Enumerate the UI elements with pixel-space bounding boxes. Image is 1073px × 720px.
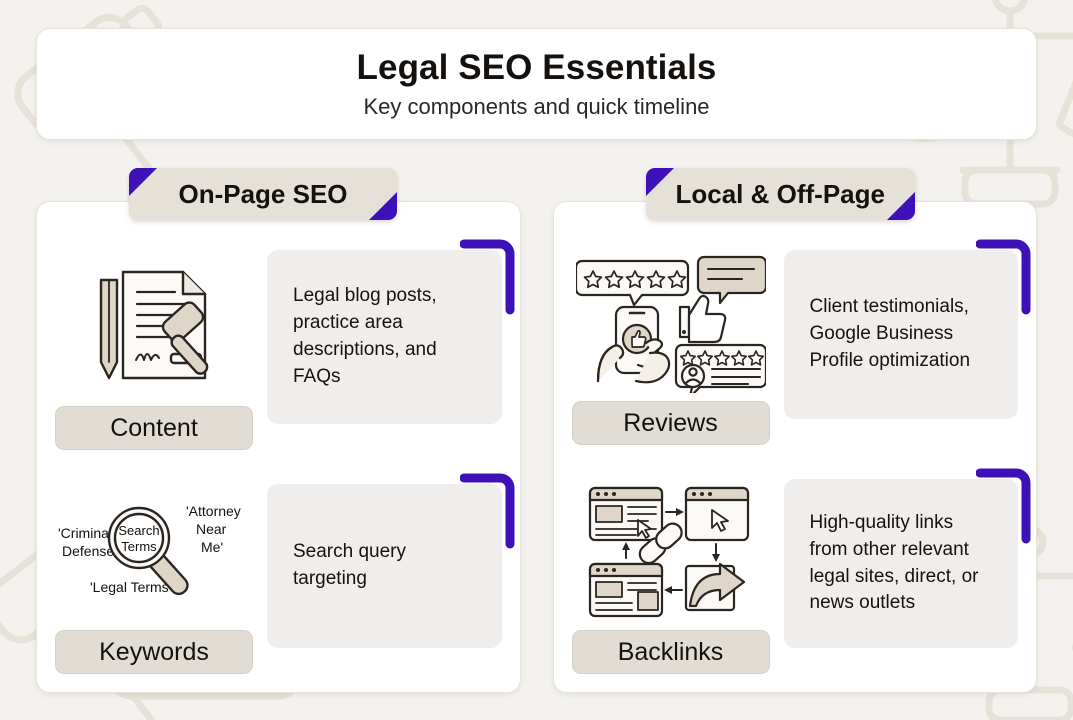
row-backlinks: Backlinks High-quality links from other …: [571, 468, 1031, 674]
column-tab-label: Local & Off-Page: [675, 178, 885, 209]
browser-windows-chain-backlinks-icon: [572, 479, 770, 624]
page-subtitle: Key components and quick timeline: [363, 94, 710, 120]
description-panel-keywords: Search query targeting: [267, 473, 514, 648]
tab-corner-accent-bottom-right: [369, 192, 397, 220]
description-text: Search query targeting: [293, 541, 407, 589]
magnifying-glass-keywords-icon: 'Criminal Defense' 'Attorney Near Me' 'L…: [55, 484, 253, 624]
keyword-bottom: 'Legal Terms': [90, 579, 171, 595]
column-tab-label: On-Page SEO: [178, 178, 348, 209]
header-card: Legal SEO Essentials Key components and …: [36, 28, 1037, 140]
keyword-left-line2: Defense': [62, 543, 117, 559]
column-on-page-seo: On-Page SEO: [36, 168, 521, 693]
column-local-off-page: Local & Off-Page: [552, 168, 1037, 693]
label-chip-text: Reviews: [623, 408, 718, 437]
keyword-left-line1: 'Criminal: [58, 525, 112, 541]
tab-corner-accent-top-left: [645, 168, 674, 196]
page-title: Legal SEO Essentials: [356, 47, 717, 87]
keyword-center-line1: Search: [118, 523, 159, 538]
column-tab-on-page-seo[interactable]: On-Page SEO: [129, 168, 397, 220]
keyword-right-line1: 'Attorney: [186, 503, 241, 519]
column-tab-local-off-page[interactable]: Local & Off-Page: [645, 168, 915, 220]
phone-star-rating-reviews-icon: [572, 250, 770, 395]
label-chip-text: Backlinks: [617, 637, 724, 666]
description-text: Legal blog posts, practice area descript…: [293, 285, 437, 387]
legal-document-gavel-pen-icon: [55, 250, 253, 400]
icon-block-backlinks: Backlinks: [571, 475, 770, 674]
description-text: High-quality links from other relevant l…: [809, 511, 979, 614]
label-chip-keywords: Keywords: [55, 630, 253, 674]
label-chip-backlinks: Backlinks: [571, 630, 770, 674]
keyword-right-line2: Near: [196, 521, 227, 537]
columns-container: On-Page SEO: [36, 168, 1037, 693]
tab-corner-accent-top-left: [129, 168, 157, 196]
label-chip-text: Content: [110, 413, 198, 442]
label-chip-reviews: Reviews: [571, 401, 770, 445]
keyword-center-line2: Terms: [121, 539, 157, 554]
icon-block-keywords: 'Criminal Defense' 'Attorney Near Me' 'L…: [55, 480, 253, 674]
description-text: Client testimonials, Google Business Pro…: [809, 296, 971, 371]
icon-block-content: Content: [55, 246, 253, 450]
description-panel-reviews: Client testimonials, Google Business Pro…: [783, 239, 1031, 419]
label-chip-content: Content: [55, 406, 253, 450]
description-panel-content: Legal blog posts, practice area descript…: [267, 239, 514, 424]
row-content: Content Legal blog posts, practice area …: [55, 239, 514, 450]
tab-corner-accent-bottom-right: [886, 192, 915, 220]
icon-block-reviews: Reviews: [571, 246, 770, 445]
keyword-right-line3: Me': [201, 539, 223, 555]
row-reviews: Reviews Client testimonials, Google Busi…: [571, 239, 1031, 445]
row-keywords: 'Criminal Defense' 'Attorney Near Me' 'L…: [55, 473, 514, 674]
description-panel-backlinks: High-quality links from other relevant l…: [783, 468, 1031, 648]
label-chip-text: Keywords: [99, 637, 209, 666]
